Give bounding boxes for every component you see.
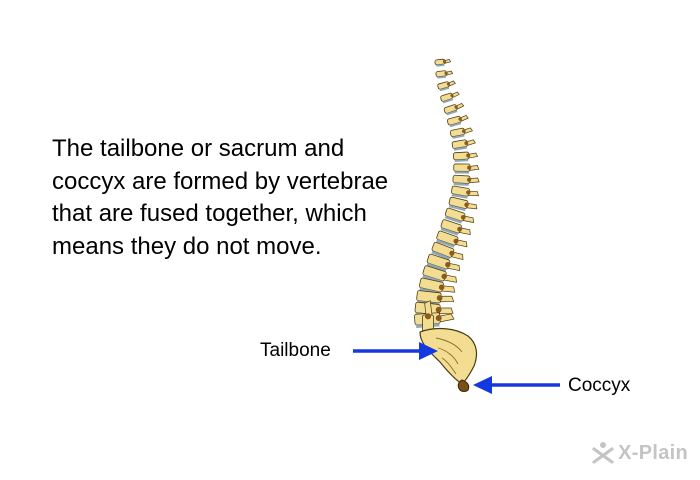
- vertebra: [436, 230, 468, 248]
- vertebra-pedicle: [435, 306, 442, 313]
- vertebra-pedicle: [446, 82, 451, 86]
- vertebra-pedicle: [438, 284, 445, 291]
- intervertebral-disc: [431, 250, 451, 261]
- vertebra: [440, 219, 471, 236]
- intervertebral-disc: [454, 159, 469, 163]
- intervertebral-disc: [444, 215, 462, 224]
- vertebra-pedicle: [442, 59, 447, 64]
- vertebra: [453, 163, 480, 174]
- vertebra-pedicle: [458, 117, 462, 121]
- vertebra: [440, 91, 460, 104]
- vertebra-pedicle: [466, 177, 472, 182]
- vertebra: [431, 241, 464, 261]
- vertebra-pedicle: [444, 71, 448, 75]
- intervertebral-disc: [453, 182, 469, 186]
- vertebra: [451, 185, 479, 199]
- vertebra-body: [426, 253, 451, 270]
- vertebra: [452, 174, 480, 186]
- description-text: The tailbone or sacrum and coccyx are fo…: [52, 135, 389, 260]
- watermark-text: X-Plain: [618, 441, 688, 464]
- vertebra: [451, 139, 476, 151]
- vertebra: [449, 127, 473, 139]
- intervertebral-disc: [439, 86, 450, 92]
- intervertebral-disc: [440, 227, 459, 236]
- vertebra-pedicle: [453, 238, 459, 244]
- intervertebral-disc: [436, 64, 445, 67]
- coccyx-arrow: [473, 376, 560, 394]
- intervertebral-disc: [453, 146, 467, 151]
- vertebral-column: [414, 58, 480, 342]
- vertebra-pedicle: [445, 262, 451, 268]
- vertebra: [447, 115, 469, 128]
- coccyx-label: Coccyx: [568, 375, 631, 396]
- intervertebral-disc: [449, 204, 466, 212]
- intervertebral-disc: [451, 193, 468, 199]
- vertebra-pedicle: [460, 214, 466, 220]
- vertebra-pedicle: [464, 141, 469, 145]
- vertebra-pedicle: [461, 129, 466, 134]
- vertebra-pedicle: [450, 93, 454, 98]
- vertebra: [437, 80, 456, 92]
- vertebra-pedicle: [466, 190, 471, 195]
- vertebra-pedicle: [467, 165, 472, 170]
- vertebra: [434, 58, 452, 67]
- intervertebral-disc: [426, 262, 447, 272]
- vertebra-pedicle: [436, 295, 443, 301]
- vertebra: [435, 70, 454, 79]
- vertebra: [452, 151, 479, 163]
- x-plain-figure-icon: [592, 442, 614, 464]
- vertebra-pedicle: [441, 273, 447, 280]
- tailbone-label: Tailbone: [260, 340, 331, 361]
- intervertebral-disc: [454, 171, 469, 174]
- vertebra: [443, 102, 465, 116]
- sacrum: [419, 327, 478, 385]
- vertebra-pedicle: [449, 250, 455, 256]
- vertebra-pedicle: [466, 153, 471, 158]
- intervertebral-disc: [442, 98, 454, 104]
- intervertebral-disc: [446, 110, 458, 116]
- intervertebral-disc: [437, 75, 447, 79]
- vertebra: [422, 300, 434, 342]
- vertebra-pedicle: [435, 315, 442, 322]
- intervertebral-disc: [436, 239, 455, 248]
- vertebra: [444, 207, 474, 224]
- vertebra: [426, 253, 461, 272]
- vertebra-pedicle: [424, 313, 432, 320]
- vertebra-pedicle: [464, 202, 469, 208]
- vertebra: [414, 312, 455, 328]
- intervertebral-disc: [449, 122, 462, 128]
- intervertebral-disc: [452, 134, 465, 139]
- tailbone-arrow: [353, 342, 438, 360]
- coccyx: [457, 379, 470, 392]
- watermark: X-Plain: [590, 440, 688, 466]
- vertebra-pedicle: [457, 226, 463, 232]
- vertebra-pedicle: [454, 105, 458, 109]
- vertebra: [448, 196, 478, 212]
